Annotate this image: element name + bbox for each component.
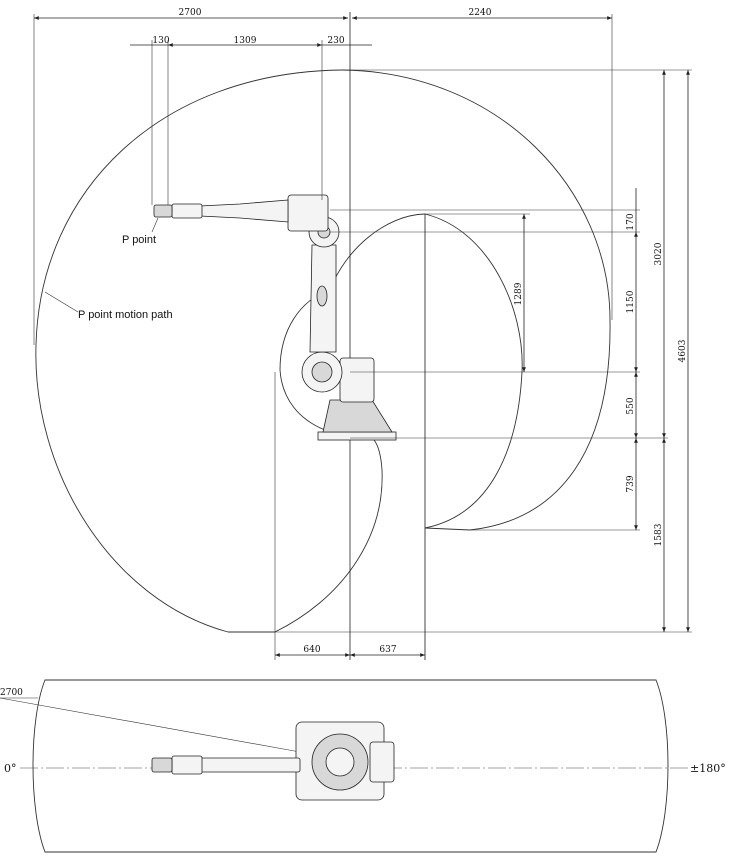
inner-reach-arc — [329, 213, 523, 529]
robot-top-view — [151, 721, 395, 801]
robot-top-arm — [199, 757, 301, 773]
end-effector-flange — [153, 204, 173, 218]
top-dimensions: 2700 2240 130 1309 230 — [33, 8, 613, 345]
robot-turret — [339, 357, 375, 403]
motion-path-label: P point motion path — [78, 309, 173, 321]
p-point-label: P point — [122, 234, 156, 246]
side-view: 2700 2240 130 1309 230 1289 170 — [33, 8, 692, 660]
dim-2700: 2700 — [179, 8, 202, 18]
robot-top-flange — [151, 757, 173, 773]
dim-4603: 4603 — [678, 339, 688, 362]
elbow-housing — [287, 194, 329, 232]
dim-550: 550 — [626, 397, 636, 414]
right-dimensions: 1289 170 1150 550 739 3020 1583 4603 — [228, 69, 692, 633]
outer-reach-arc-right — [341, 69, 611, 531]
dim-1150: 1150 — [626, 290, 636, 313]
dim-130: 130 — [152, 36, 169, 46]
angle-0: 0° — [4, 762, 17, 775]
dim-1309: 1309 — [234, 36, 257, 46]
dim-230: 230 — [327, 36, 344, 46]
dim-1289: 1289 — [514, 282, 524, 305]
forearm — [199, 199, 289, 223]
radius-leader — [0, 697, 301, 753]
wrist — [171, 203, 203, 219]
side-view-labels: P point P point motion path — [44, 217, 173, 321]
dim-1583: 1583 — [654, 523, 664, 546]
inner-base-arc — [279, 289, 331, 431]
lower-arm-slot — [316, 285, 328, 307]
robot-base — [322, 399, 393, 433]
robot-top-wrist — [171, 755, 203, 775]
inner-lower-lobe — [274, 435, 383, 633]
dim-739: 739 — [626, 475, 636, 492]
outer-reach-arc — [35, 69, 343, 633]
dim-640: 640 — [303, 645, 320, 655]
dim-2240: 2240 — [469, 8, 492, 18]
inner-bottom-edge — [424, 527, 471, 531]
top-view: 2700 0° ±180° — [0, 679, 726, 853]
motion-envelope — [35, 12, 611, 660]
bottom-dimensions: 640 637 — [275, 645, 425, 657]
dim-637: 637 — [379, 645, 396, 655]
top-view-envelope — [32, 679, 669, 853]
dim-170: 170 — [626, 213, 636, 230]
robot-base-plate — [317, 431, 397, 441]
radius-2700: 2700 — [0, 688, 23, 698]
angle-180: ±180° — [690, 762, 726, 775]
shoulder-joint-inner — [311, 361, 333, 383]
dim-3020: 3020 — [654, 242, 664, 265]
robot-arm-side — [153, 194, 397, 441]
